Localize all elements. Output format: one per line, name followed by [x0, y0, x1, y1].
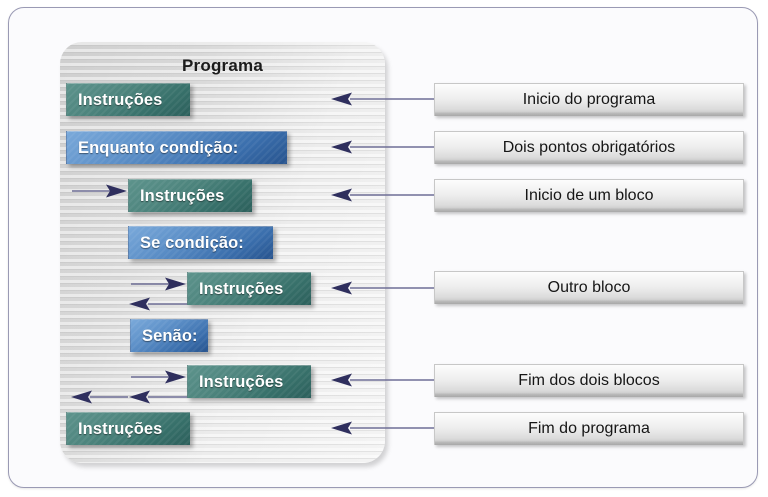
- arrow-left-icon-exit-block-3-inner: [128, 390, 187, 404]
- code-block-se-condicao[interactable]: Se condição:: [128, 226, 273, 259]
- code-block-label: Senão:: [142, 326, 198, 345]
- code-block-label: Instruções: [78, 90, 163, 109]
- arrow-left-icon-callout-2: [330, 140, 434, 154]
- callout-fim-do-programa[interactable]: Fim do programa: [434, 412, 744, 445]
- page-title: Programa: [182, 56, 263, 75]
- callout-label: Inicio do programa: [522, 91, 656, 108]
- code-block-label: Instruções: [199, 372, 284, 391]
- callout-label: Fim do programa: [528, 420, 650, 437]
- code-block-instrucoes-1[interactable]: Instruções: [66, 83, 190, 116]
- arrow-right-icon-enter-block-2: [131, 277, 187, 291]
- code-block-label: Se condição:: [140, 233, 244, 252]
- code-block-instrucoes-2[interactable]: Instruções: [128, 179, 252, 212]
- arrow-left-icon-callout-3: [330, 188, 434, 202]
- code-block-label: Enquanto condição:: [78, 138, 239, 157]
- code-block-instrucoes-3[interactable]: Instruções: [187, 272, 311, 305]
- callout-outro-bloco[interactable]: Outro bloco: [434, 271, 744, 304]
- callout-label: Inicio de um bloco: [524, 187, 654, 204]
- code-block-label: Instruções: [140, 186, 225, 205]
- code-block-label: Instruções: [78, 419, 163, 438]
- arrow-left-icon-callout-4: [330, 281, 434, 295]
- callout-inicio-de-um-bloco[interactable]: Inicio de um bloco: [434, 179, 744, 212]
- callout-label: Fim dos dois blocos: [518, 372, 660, 389]
- callout-inicio-do-programa[interactable]: Inicio do programa: [434, 83, 744, 116]
- code-block-instrucoes-5[interactable]: Instruções: [66, 412, 190, 445]
- callout-label: Outro bloco: [547, 279, 631, 296]
- arrow-right-icon-enter-block-3: [131, 370, 187, 384]
- callout-fim-dos-dois-blocos[interactable]: Fim dos dois blocos: [434, 364, 744, 397]
- code-block-label: Instruções: [199, 279, 284, 298]
- arrow-left-icon-callout-5: [330, 373, 434, 387]
- arrow-left-icon-exit-block-2: [128, 297, 187, 311]
- arrow-left-icon-callout-6: [330, 421, 434, 435]
- code-block-enquanto-condicao[interactable]: Enquanto condição:: [66, 131, 287, 164]
- arrow-left-icon-exit-block-3-outer: [70, 390, 128, 404]
- arrow-left-icon-callout-1: [330, 92, 434, 106]
- callout-label: Dois pontos obrigatórios: [502, 139, 676, 156]
- code-block-senao[interactable]: Senão:: [130, 319, 208, 352]
- arrow-right-icon-enter-block-1: [72, 184, 128, 198]
- code-block-instrucoes-4[interactable]: Instruções: [187, 365, 311, 398]
- callout-dois-pontos-obrigatorios[interactable]: Dois pontos obrigatórios: [434, 131, 744, 164]
